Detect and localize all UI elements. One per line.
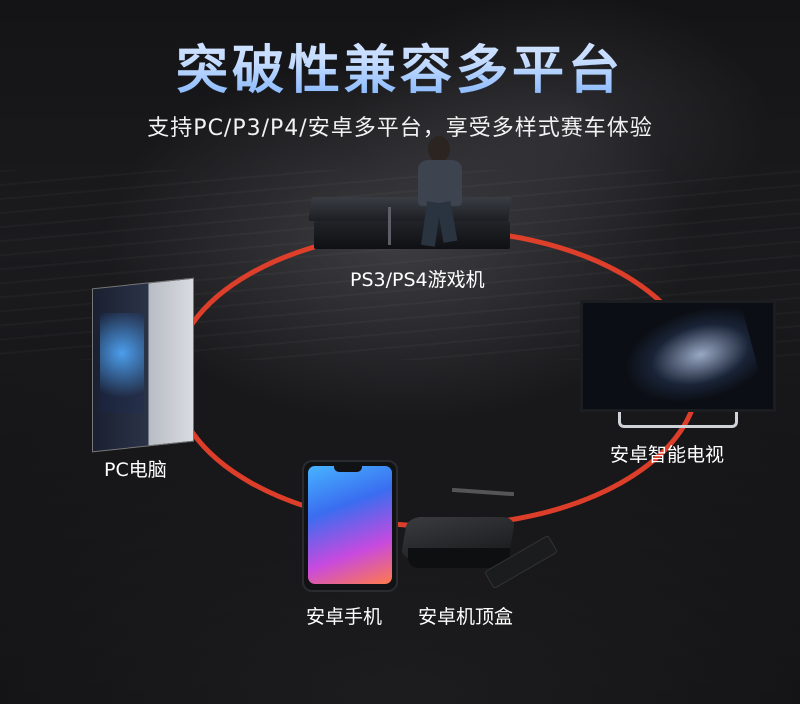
page-title: 突破性兼容多平台 [0,28,800,103]
ps4-console-image [308,197,512,251]
ps-label: PS3/PS4游戏机 [350,269,485,291]
person-image [410,132,470,250]
pc-tower-image [92,277,194,453]
box-label: 安卓机顶盒 [418,606,514,628]
phone-image [302,460,398,592]
phone-label: 安卓手机 [306,606,383,628]
page-subtitle: 支持PC/P3/P4/安卓多平台，享受多样式赛车体验 [147,116,653,141]
tv-image [580,300,776,432]
set-top-box-image [400,508,516,590]
tv-label: 安卓智能电视 [610,444,725,466]
pc-label: PC电脑 [104,459,167,481]
